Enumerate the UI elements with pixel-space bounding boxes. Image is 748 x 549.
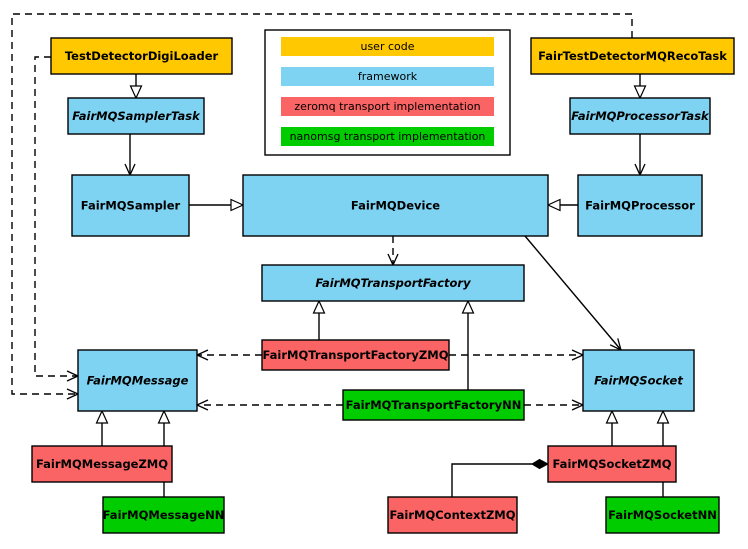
class-node-label: FairMQTransportFactoryZMQ	[262, 348, 448, 362]
class-node-fairmqsocket[interactable]: FairMQSocket	[582, 349, 695, 412]
class-node-label: FairMQSocket	[594, 374, 683, 388]
class-node-label: FairMQSocketZMQ	[553, 457, 672, 471]
edge-device-socket	[524, 235, 623, 352]
class-node-fairmqsampler[interactable]: FairMQSampler	[71, 174, 190, 237]
class-node-fairmqmessagenn[interactable]: FairMQMessageNN	[102, 496, 225, 534]
class-node-fairmqsocketnn[interactable]: FairMQSocketNN	[605, 496, 720, 534]
class-node-label: FairMQMessage	[87, 374, 189, 388]
legend-item-nanomsg: nanomsg transport implementation	[281, 127, 494, 146]
class-node-fairmqtransportfactoryzmq[interactable]: FairMQTransportFactoryZMQ	[261, 339, 450, 371]
legend-item-label: user code	[360, 40, 414, 53]
class-node-label: FairMQProcessor	[585, 199, 695, 213]
class-node-fairmqtransportfactorynn[interactable]: FairMQTransportFactoryNN	[342, 389, 525, 421]
class-node-label: FairMQSamplerTask	[72, 109, 201, 123]
legend-box: user code framework zeromq transport imple…	[264, 29, 511, 156]
legend-item-label: zeromq transport implementation	[294, 100, 480, 113]
legend-item-framework: framework	[281, 67, 494, 86]
class-node-label: FairMQTransportFactoryNN	[346, 398, 522, 412]
class-node-label: FairMQMessageZMQ	[36, 457, 168, 471]
class-node-fairtestdetectormqrecotask[interactable]: FairTestDetectorMQRecoTask	[530, 37, 735, 75]
class-node-label: FairTestDetectorMQRecoTask	[538, 49, 727, 63]
class-node-testdetectordigiloader[interactable]: TestDetectorDigiLoader	[50, 37, 233, 75]
class-node-label: TestDetectorDigiLoader	[65, 49, 219, 63]
class-node-fairmqsamplertask[interactable]: FairMQSamplerTask	[67, 97, 205, 135]
node-layer: TestDetectorDigiLoader FairTestDetectorMQ…	[31, 37, 735, 534]
class-node-fairmqmessagezmq[interactable]: FairMQMessageZMQ	[31, 445, 173, 483]
class-node-fairmqprocessor[interactable]: FairMQProcessor	[577, 174, 703, 237]
class-node-fairmqtransportfactory[interactable]: FairMQTransportFactory	[261, 264, 525, 302]
class-node-fairmqmessage[interactable]: FairMQMessage	[77, 349, 198, 412]
class-node-label: FairMQContextZMQ	[389, 508, 515, 522]
class-node-fairmqdevice[interactable]: FairMQDevice	[242, 174, 549, 237]
class-node-fairmqprocessortask[interactable]: FairMQProcessorTask	[569, 97, 711, 135]
class-node-fairmqcontextzmq[interactable]: FairMQContextZMQ	[387, 496, 518, 534]
legend-item-zeromq: zeromq transport implementation	[281, 97, 494, 116]
class-node-fairmqsocketzmq[interactable]: FairMQSocketZMQ	[547, 445, 677, 483]
class-node-label: FairMQTransportFactory	[315, 276, 471, 290]
class-node-label: FairMQProcessorTask	[571, 109, 710, 123]
legend-item-label: framework	[358, 70, 418, 83]
class-node-label: FairMQDevice	[351, 199, 440, 213]
legend-item-label: nanomsg transport implementation	[290, 130, 486, 143]
legend-item-user-code: user code	[281, 37, 494, 56]
edge-recotask-message	[11, 13, 633, 400]
class-node-label: FairMQSocketNN	[608, 508, 717, 522]
class-node-label: FairMQSampler	[81, 199, 181, 213]
class-node-label: FairMQMessageNN	[103, 508, 225, 522]
